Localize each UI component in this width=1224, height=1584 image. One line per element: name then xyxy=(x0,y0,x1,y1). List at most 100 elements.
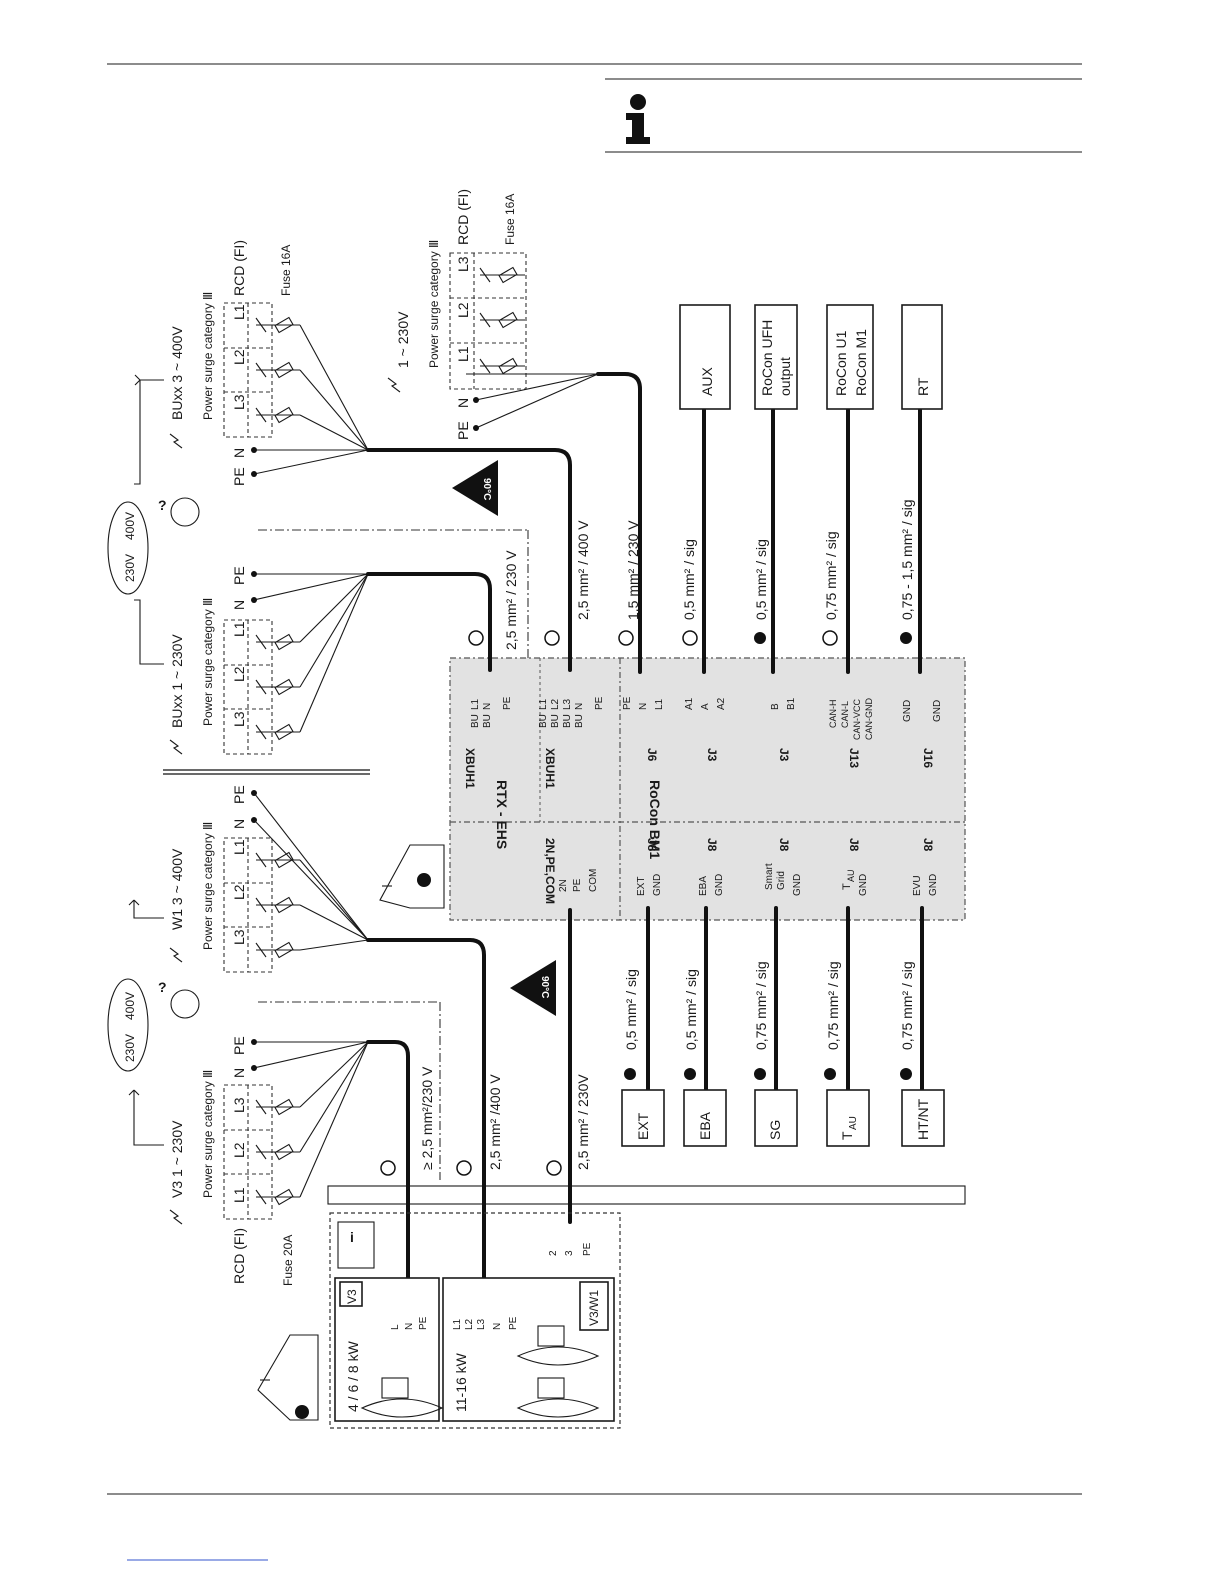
svg-text:PE: PE xyxy=(594,696,605,710)
svg-text:N: N xyxy=(638,703,649,710)
svg-text:BU: BU xyxy=(470,714,481,728)
cable-v3 xyxy=(366,1040,410,1282)
svg-text:Smart: Smart xyxy=(764,863,775,890)
temperature-badge-top: 90°C xyxy=(452,460,498,516)
svg-text:J8: J8 xyxy=(645,838,659,852)
svg-text:J8: J8 xyxy=(705,838,719,852)
svg-text:L3: L3 xyxy=(476,1318,487,1330)
svg-text:PE: PE xyxy=(572,878,583,892)
svg-text:230V: 230V xyxy=(123,554,137,582)
svg-text:L3: L3 xyxy=(455,256,471,272)
svg-text:L2: L2 xyxy=(455,302,471,318)
rcd-label-main: RCD (FI) xyxy=(455,189,471,245)
svg-text:A2: A2 xyxy=(716,697,727,710)
lightning-icon xyxy=(169,739,183,755)
arrow-icon xyxy=(134,599,164,665)
svg-text:L3: L3 xyxy=(562,698,573,710)
svg-text:2N,PE,COM: 2N,PE,COM xyxy=(543,838,557,904)
svg-text:0,75 mm² / sig: 0,75 mm² / sig xyxy=(899,961,915,1050)
svg-text:400V: 400V xyxy=(123,512,137,540)
supply-v3: V3 1 ~ 230V xyxy=(169,1120,185,1198)
lightning-icon xyxy=(169,1209,183,1225)
arrow-icon xyxy=(128,1089,164,1146)
voltage-cloud-top: 230V 400V ? xyxy=(107,497,200,595)
rocon-title: RoCon BM1 xyxy=(647,780,663,860)
temperature-badge-bottom: 90°C xyxy=(510,960,556,1016)
cable-core-icons xyxy=(380,630,912,1176)
svg-text:CAN-VCC: CAN-VCC xyxy=(852,698,862,740)
device-rocon-u1-m1: RoCon U1 RoCon M1 xyxy=(826,304,874,410)
svg-text:N: N xyxy=(574,703,585,710)
lightning-icon xyxy=(169,433,183,449)
house-icon-outdoor xyxy=(257,1334,319,1421)
rcd-label-v3: RCD (FI) xyxy=(231,1228,247,1284)
svg-text:BU: BU xyxy=(538,714,549,728)
svg-text:L1: L1 xyxy=(654,698,665,710)
svg-text:≥ 2,5 mm²/230 V: ≥ 2,5 mm²/230 V xyxy=(419,1066,435,1170)
supply-buxx-1: BUxx 1 ~ 230V xyxy=(169,634,185,728)
info-icon xyxy=(626,94,650,144)
svg-text:BU: BU xyxy=(550,714,561,728)
svg-text:EVU: EVU xyxy=(912,875,923,896)
svg-text:BU: BU xyxy=(562,714,573,728)
svg-text:GND: GND xyxy=(928,874,939,896)
svg-text:L1: L1 xyxy=(470,698,481,710)
svg-text:PE: PE xyxy=(582,1242,593,1256)
svg-text:AUX: AUX xyxy=(699,367,715,396)
cable-main xyxy=(596,372,642,674)
svg-text:CAN-GND: CAN-GND xyxy=(864,698,874,740)
svg-text:L3: L3 xyxy=(231,929,247,945)
device-ext: EXT xyxy=(621,1089,665,1147)
svg-text:L1: L1 xyxy=(452,1318,463,1330)
arrow-icon xyxy=(134,374,164,485)
svg-text:A: A xyxy=(700,703,711,710)
lightning-icon xyxy=(387,377,401,393)
fuse20-label: Fuse 20A xyxy=(281,1235,295,1286)
svg-text:GND: GND xyxy=(932,700,943,722)
svg-text:GND: GND xyxy=(902,700,913,722)
svg-text:0,5 mm² / sig: 0,5 mm² / sig xyxy=(683,969,699,1050)
svg-text:AU: AU xyxy=(848,1116,859,1130)
svg-text:BU: BU xyxy=(482,714,493,728)
svg-text:A1: A1 xyxy=(684,697,695,710)
svg-text:RT: RT xyxy=(915,377,931,396)
svg-text:output: output xyxy=(777,357,793,396)
svg-text:BU: BU xyxy=(574,714,585,728)
supply-main: 1 ~ 230V xyxy=(395,311,411,368)
svg-text:AU: AU xyxy=(846,869,856,882)
svg-text:0,75 - 1,5 mm² / sig: 0,75 - 1,5 mm² / sig xyxy=(899,499,915,620)
svg-text:L2: L2 xyxy=(231,1142,247,1158)
svg-text:2,5 mm² / 230V: 2,5 mm² / 230V xyxy=(575,1074,591,1170)
svg-text:4 / 6 / 8 kW: 4 / 6 / 8 kW xyxy=(345,1340,361,1412)
svg-text:0,75 mm² / sig: 0,75 mm² / sig xyxy=(825,961,841,1050)
svg-text:N: N xyxy=(455,398,471,408)
svg-text:N: N xyxy=(492,1323,503,1330)
svg-text:J8: J8 xyxy=(921,838,935,852)
svg-text:2N: 2N xyxy=(558,879,569,892)
svg-text:B1: B1 xyxy=(786,697,797,710)
svg-text:PE: PE xyxy=(231,566,247,585)
svg-text:SG: SG xyxy=(767,1120,783,1140)
svg-text:230V: 230V xyxy=(123,1034,137,1062)
svg-text:PE: PE xyxy=(622,696,633,710)
wall-strip xyxy=(327,1185,966,1205)
rtx-ehs-title: RTX - EHS xyxy=(494,780,510,849)
svg-text:B: B xyxy=(770,703,781,710)
svg-text:L2: L2 xyxy=(550,698,561,710)
svg-text:RoCon UFH: RoCon UFH xyxy=(759,320,775,396)
svg-text:PE: PE xyxy=(231,1036,247,1055)
svg-text:GND: GND xyxy=(858,874,869,896)
cable-buxx-3 xyxy=(366,448,572,672)
svg-text:90°C: 90°C xyxy=(481,478,492,500)
svg-text:V3: V3 xyxy=(345,1289,359,1304)
breaker-group-buxx-3: L1 L2 L3 N PE Power surge category Ⅲ RCD… xyxy=(134,240,369,486)
supply-buxx-3: BUxx 3 ~ 400V xyxy=(169,326,185,420)
svg-text:Power surge category Ⅲ: Power surge category Ⅲ xyxy=(201,1070,215,1198)
svg-text:COM: COM xyxy=(588,869,599,892)
svg-text:L1: L1 xyxy=(538,698,549,710)
svg-text:L1: L1 xyxy=(231,621,247,637)
label-L1: L1 xyxy=(231,304,247,320)
label-N: N xyxy=(231,448,247,458)
svg-text:N: N xyxy=(231,1068,247,1078)
svg-text:L: L xyxy=(390,1324,401,1330)
